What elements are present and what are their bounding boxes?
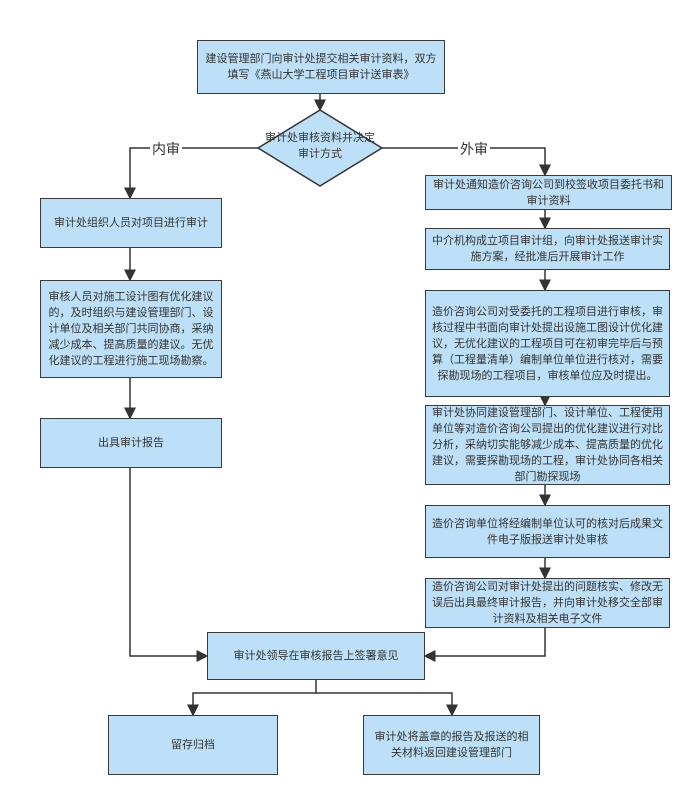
start-box: 建设管理部门向审计处提交相关审计资料，双方填写《燕山大学工程项目审计送审表》 [197, 40, 445, 94]
external-step-5: 造价咨询单位将经编制单位认可的核对后成果文件电子版报送审计处审核 [425, 505, 670, 558]
internal-branch-label: 内审 [150, 139, 182, 159]
external-step-4: 审计处协同建设管理部门、设计单位、工程使用单位等对造价咨询公司提出的优化建议进行… [425, 405, 670, 485]
external-step-1: 审计处通知造价咨询公司到校签收项目委托书和审计资料 [425, 175, 672, 210]
internal-step-3: 出具审计报告 [40, 418, 222, 468]
external-step-6: 造价咨询公司对审计处提出的问题核实、修改无误后出具最终审计报告，并向审计处移交全… [425, 578, 670, 628]
return-box: 审计处将盖章的报告及报送的相关材料返回建设管理部门 [363, 715, 540, 775]
decision-text: 审计处审核资料并决定审计方式 [265, 131, 375, 160]
decision-diamond [256, 109, 384, 187]
sign-box: 审计处领导在审核报告上签署意见 [207, 632, 425, 680]
external-branch-label: 外审 [458, 139, 490, 159]
internal-step-1: 审计处组织人员对项目进行审计 [40, 198, 222, 248]
archive-box: 留存归档 [108, 715, 278, 775]
external-step-2: 中介机构成立项目审计组，向审计处报送审计实施方案，经批准后开展审计工作 [425, 228, 670, 270]
internal-step-2: 审核人员对施工设计图有优化建议的，及时组织与建设管理部门、设计单位及相关部门共同… [40, 280, 222, 378]
external-step-3: 造价咨询公司对受委托的工程项目进行审核，审核过程中书面向审计处提出设施工图设计优… [425, 290, 670, 397]
